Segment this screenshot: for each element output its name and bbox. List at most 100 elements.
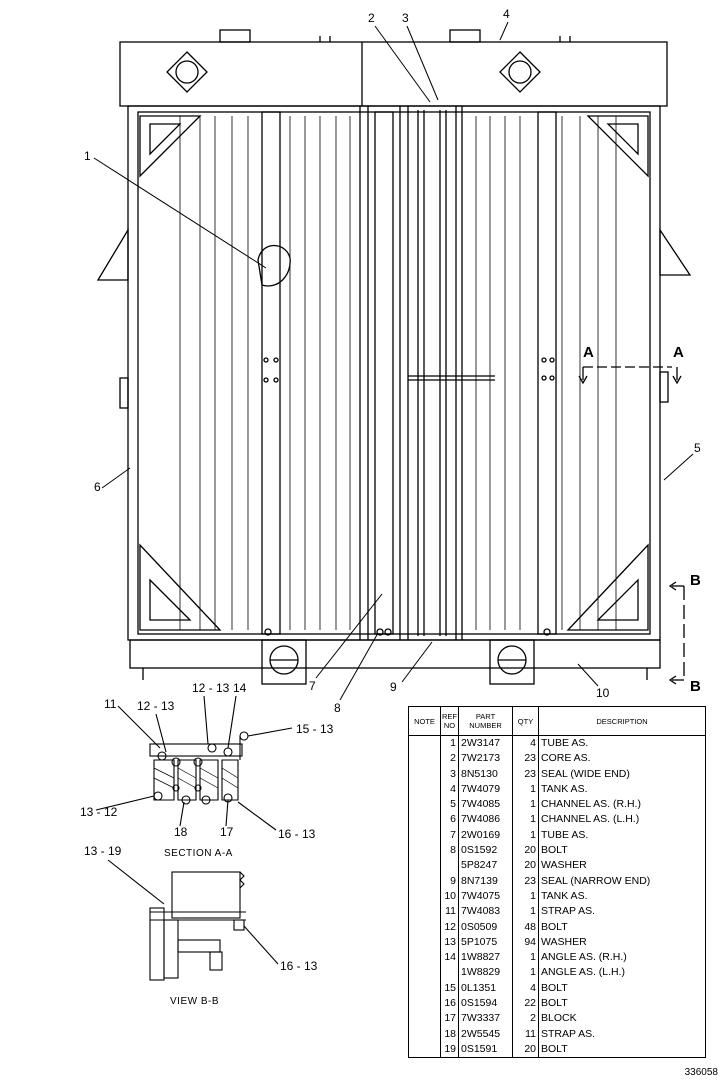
section-b-top-label: B (690, 572, 701, 589)
header-description: DESCRIPTION (538, 706, 706, 736)
cell-note (408, 735, 441, 752)
cell-part: 0S0509 (458, 919, 513, 935)
cell-qty: 23 (512, 751, 539, 767)
callout-6: 6 (94, 480, 101, 494)
cell-desc: STRAP AS. (538, 1026, 706, 1042)
cell-ref: 2 (440, 751, 459, 767)
cell-part: 7W4085 (458, 797, 513, 813)
cell-desc: TUBE AS. (538, 827, 706, 844)
detail-callout-16-13-a: 16 - 13 (278, 827, 316, 841)
cell-note (408, 996, 441, 1012)
detail-callout-11: 11 (104, 697, 117, 711)
cell-note (408, 888, 441, 905)
parts-table: NOTE REF NO PART NUMBER QTY DESCRIPTION … (408, 706, 706, 1059)
cell-part: 7W3337 (458, 1011, 513, 1027)
cell-ref: 17 (440, 1011, 459, 1027)
callout-3: 3 (402, 11, 409, 25)
cell-qty: 4 (512, 735, 539, 752)
cell-part: 0S1594 (458, 996, 513, 1012)
cell-qty: 4 (512, 980, 539, 997)
cell-ref: 4 (440, 781, 459, 798)
cell-part: 0L1351 (458, 980, 513, 997)
cell-note (408, 980, 441, 997)
cell-note (408, 873, 441, 889)
detail-callout-17: 17 (220, 825, 234, 839)
cell-desc: BOLT (538, 919, 706, 935)
cell-note (408, 751, 441, 767)
callout-1: 1 (84, 149, 91, 163)
cell-ref: 8 (440, 843, 459, 859)
cell-part: 5P1075 (458, 934, 513, 951)
cell-part: 8N7139 (458, 873, 513, 889)
header-ref-no: REF NO (440, 706, 459, 736)
cell-part: 7W4083 (458, 904, 513, 920)
cell-desc: BOLT (538, 843, 706, 859)
cell-part: 7W2173 (458, 751, 513, 767)
cell-ref: 7 (440, 827, 459, 844)
section-a-left-label: A (583, 344, 594, 361)
cell-ref: 6 (440, 812, 459, 828)
detail-callout-13-19: 13 - 19 (84, 844, 122, 858)
view-bb-caption: VIEW B-B (170, 996, 220, 1007)
cell-note (408, 1011, 441, 1027)
cell-desc: STRAP AS. (538, 904, 706, 920)
callout-8: 8 (334, 701, 341, 715)
cell-ref: 12 (440, 919, 459, 935)
cell-note (408, 919, 441, 935)
callout-10: 10 (596, 686, 610, 700)
cell-desc: ANGLE AS. (L.H.) (538, 965, 706, 981)
cell-qty: 11 (512, 1026, 539, 1042)
section-aa-caption: SECTION A-A (164, 848, 233, 859)
core-frame (96, 105, 692, 641)
cell-qty: 1 (512, 904, 539, 920)
cell-part: 0S1592 (458, 843, 513, 859)
cell-ref (440, 965, 459, 981)
cell-note (408, 766, 441, 782)
detail-callout-12-13-b: 12 - 13 (192, 681, 230, 695)
view-bb-detail (107, 859, 279, 981)
cell-qty: 2 (512, 1011, 539, 1027)
figure-number: 336058 (684, 1067, 718, 1078)
cell-qty: 48 (512, 919, 539, 935)
cell-part: 7W4086 (458, 812, 513, 828)
cell-ref (440, 858, 459, 874)
cell-note (408, 827, 441, 844)
header-qty: QTY (512, 706, 539, 736)
cell-qty: 23 (512, 873, 539, 889)
cell-qty: 1 (512, 827, 539, 844)
callout-2: 2 (368, 11, 375, 25)
detail-callout-14: 14 (233, 681, 247, 695)
cell-ref: 19 (440, 1041, 459, 1058)
section-markers (578, 366, 685, 685)
cell-note (408, 781, 441, 798)
cell-note (408, 904, 441, 920)
cell-qty: 1 (512, 965, 539, 981)
section-a-right-label: A (673, 344, 684, 361)
cell-desc: BLOCK (538, 1011, 706, 1027)
cell-desc: BOLT (538, 980, 706, 997)
cell-part: 1W8829 (458, 965, 513, 981)
cell-note (408, 858, 441, 874)
callout-7: 7 (309, 679, 316, 693)
cell-ref: 11 (440, 904, 459, 920)
cell-qty: 22 (512, 996, 539, 1012)
cell-desc: CORE AS. (538, 751, 706, 767)
cell-ref: 15 (440, 980, 459, 997)
cell-ref: 13 (440, 934, 459, 951)
cell-note (408, 1041, 441, 1058)
cell-ref: 9 (440, 873, 459, 889)
cell-desc: CHANNEL AS. (R.H.) (538, 797, 706, 813)
